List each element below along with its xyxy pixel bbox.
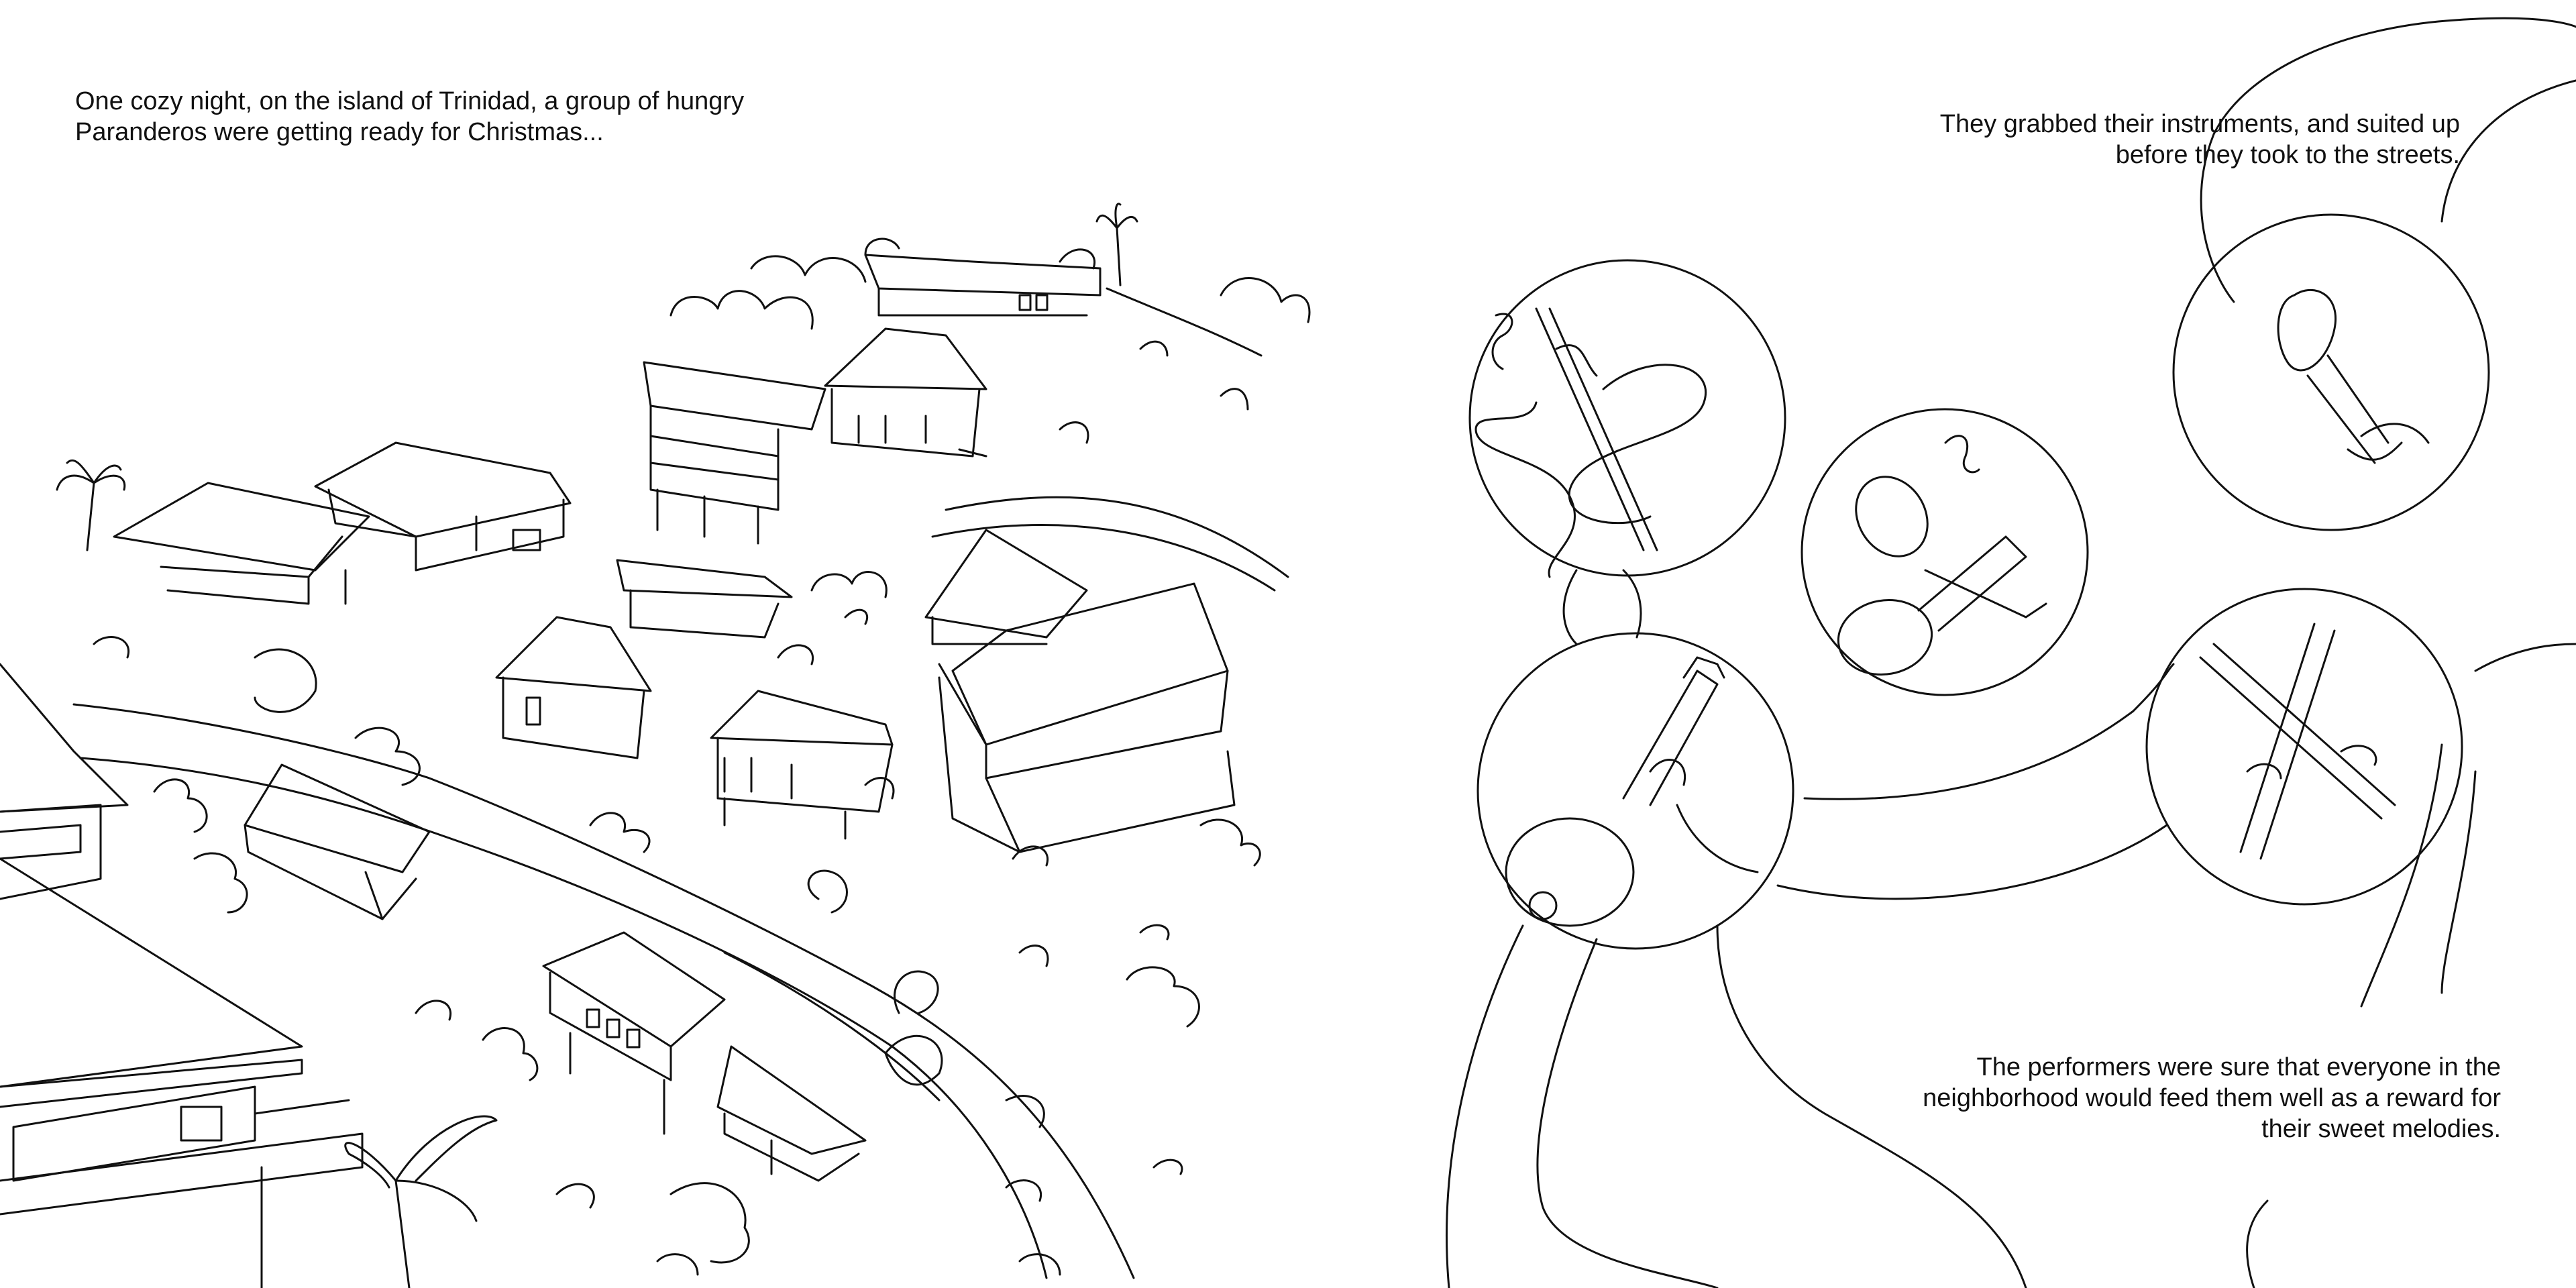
ribbon-path xyxy=(1805,664,2174,799)
left-edge-house xyxy=(0,664,127,899)
foliage xyxy=(94,239,1309,1275)
caption-line: their sweet melodies. xyxy=(2261,1115,2501,1143)
ribbon-path xyxy=(1623,570,1641,637)
ribbon-path xyxy=(2475,644,2576,671)
caption-line: before they took to the streets. xyxy=(2115,141,2460,169)
palm-tree xyxy=(57,460,125,550)
microphone-icon xyxy=(2174,215,2489,530)
ribbon-path xyxy=(2201,134,2234,302)
caption-line: They grabbed their instruments, and suit… xyxy=(1939,110,2460,138)
foreground-house xyxy=(0,859,362,1288)
road-top xyxy=(946,497,1288,577)
house-3 xyxy=(644,362,825,543)
house-9 xyxy=(939,584,1234,852)
house-11 xyxy=(245,765,429,919)
ribbon-path xyxy=(2442,771,2475,993)
road-edge xyxy=(74,704,1134,1278)
house-4 xyxy=(825,329,986,456)
house-1 xyxy=(114,483,369,604)
caption-line: One cozy night, on the island of Trinida… xyxy=(75,87,745,115)
house-7 xyxy=(496,617,651,758)
house-5 xyxy=(865,255,1100,315)
ribbon-path xyxy=(2361,745,2442,1006)
drumsticks-icon xyxy=(2147,589,2462,904)
left-page-caption: One cozy night, on the island of Trinida… xyxy=(75,86,744,148)
caption-line: neighborhood would feed them well as a r… xyxy=(1923,1084,2501,1112)
hill-path xyxy=(1107,288,1261,356)
ribbon-path xyxy=(1538,939,1717,1288)
ribbon-path xyxy=(1564,570,1576,644)
house-2 xyxy=(315,443,570,570)
caption-line: Paranderos were getting ready for Christ… xyxy=(75,118,604,146)
cuatro-scraper-icon xyxy=(1470,260,1785,577)
palm-tree xyxy=(808,871,938,1013)
ribbon-path xyxy=(1778,825,2167,899)
palm-tree xyxy=(1097,204,1137,285)
guitar-icon xyxy=(1478,633,1793,949)
road-top xyxy=(932,525,1275,590)
right-page-bottom-caption: The performers were sure that everyone i… xyxy=(1923,1052,2501,1144)
right-page-top-caption: They grabbed their instruments, and suit… xyxy=(1940,109,2460,170)
ribbon-path xyxy=(2214,18,2576,134)
house-12 xyxy=(543,932,724,1134)
ribbon-path xyxy=(1447,926,1523,1288)
palm-tree xyxy=(345,1116,496,1288)
ribbon-path xyxy=(1717,926,2026,1288)
road-edge xyxy=(80,758,1046,1278)
maracas-icon xyxy=(1802,409,2088,695)
ribbon-path xyxy=(2442,80,2576,221)
house-6 xyxy=(617,560,792,637)
ribbon-path xyxy=(2247,1201,2267,1288)
road-center xyxy=(724,953,939,1100)
caption-line: The performers were sure that everyone i… xyxy=(1976,1053,2502,1081)
house-13 xyxy=(718,1046,865,1181)
